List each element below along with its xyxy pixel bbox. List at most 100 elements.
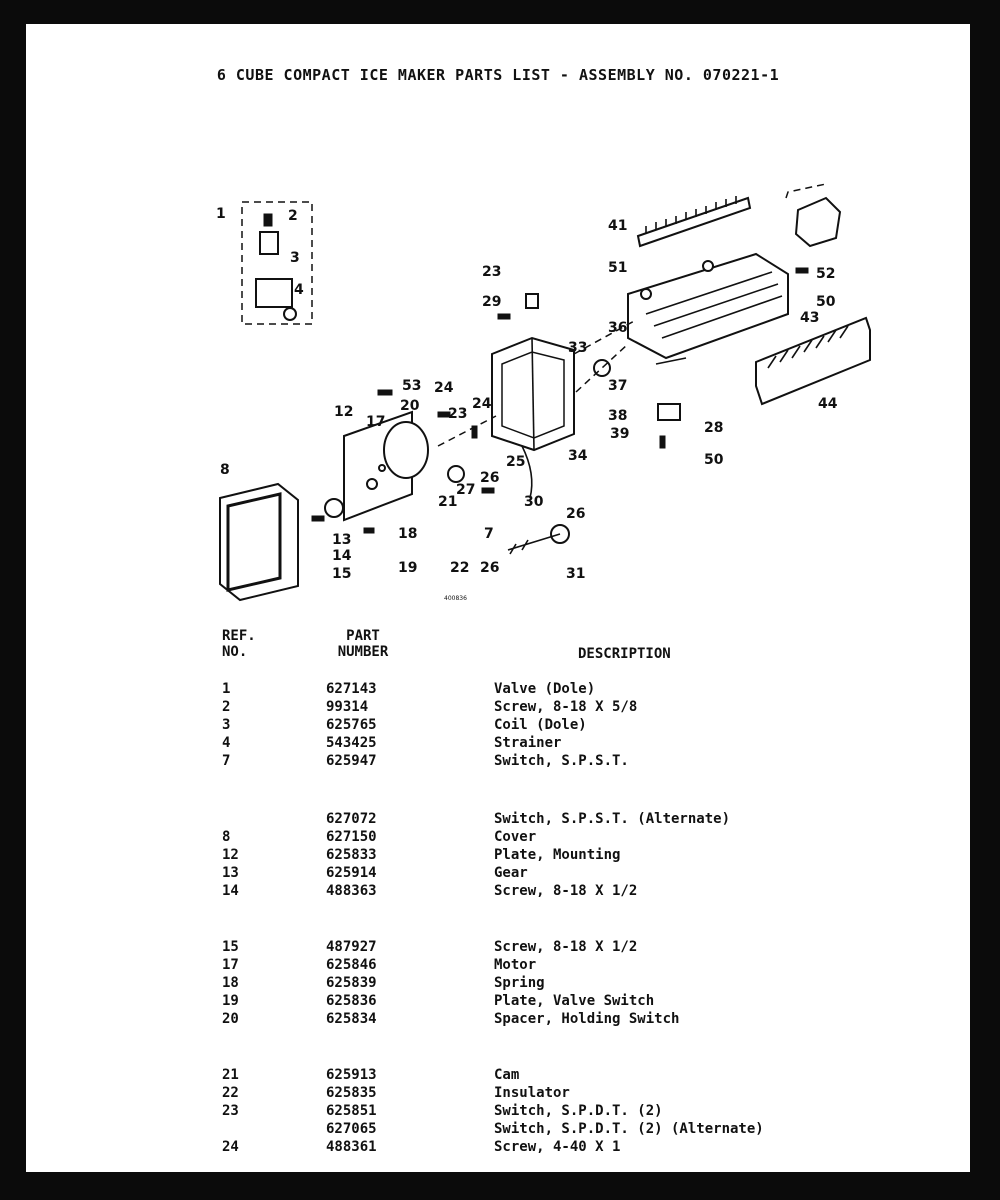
ref-cell: 2 <box>222 699 231 715</box>
header-ref-no: REF. NO. <box>222 628 256 660</box>
ref-cell: 22 <box>222 1085 239 1101</box>
svg-text:25: 25 <box>506 454 525 470</box>
svg-text:39: 39 <box>610 426 629 442</box>
svg-text:21: 21 <box>438 494 457 510</box>
description-cell: Screw, 4-40 X 1 <box>494 1139 621 1155</box>
description-cell: Cover <box>494 829 537 845</box>
part-number-cell: 627143 <box>326 681 377 697</box>
description-cell: Cam <box>494 1067 520 1083</box>
description-cell: Switch, S.P.D.T. (2) <box>494 1103 663 1119</box>
svg-text:17: 17 <box>366 414 385 430</box>
bracket-part-28 <box>657 403 681 421</box>
svg-text:26: 26 <box>480 560 499 576</box>
ref-cell: 20 <box>222 1011 239 1027</box>
description-cell: Coil (Dole) <box>494 717 587 733</box>
description-cell: Motor <box>494 957 537 973</box>
switch-part-23 <box>525 293 539 309</box>
svg-text:26: 26 <box>566 506 585 522</box>
description-cell: Plate, Valve Switch <box>494 993 655 1009</box>
svg-text:22: 22 <box>450 560 469 576</box>
ref-cell: 17 <box>222 957 239 973</box>
svg-text:26: 26 <box>480 470 499 486</box>
ref-cell: 18 <box>222 975 239 991</box>
ice-mold-part <box>627 252 789 360</box>
part-number-cell: 625846 <box>326 957 377 973</box>
svg-text:38: 38 <box>608 408 627 424</box>
svg-text:30: 30 <box>524 494 544 510</box>
svg-text:18: 18 <box>398 526 417 542</box>
ref-cell: 1 <box>222 681 231 697</box>
part-number-cell: 625839 <box>326 975 377 991</box>
exploded-parts-diagram: 1 2 3 4 8 12 13 14 15 17 18 19 20 21 22 … <box>216 183 871 602</box>
part-number-cell: 625913 <box>326 1067 377 1083</box>
svg-text:29: 29 <box>482 294 501 310</box>
svg-text:33: 33 <box>568 340 587 356</box>
ref-cell: 21 <box>222 1067 239 1083</box>
description-cell: Screw, 8-18 X 5/8 <box>494 699 638 715</box>
svg-text:4: 4 <box>294 282 304 298</box>
ref-cell: 24 <box>222 1139 239 1155</box>
description-cell: Gear <box>494 865 528 881</box>
svg-text:31: 31 <box>566 566 585 582</box>
svg-text:23: 23 <box>448 406 467 422</box>
description-cell: Screw, 8-18 X 1/2 <box>494 883 638 899</box>
ref-cell: 14 <box>222 883 239 899</box>
motor-part <box>383 421 429 479</box>
svg-text:34: 34 <box>568 448 588 464</box>
svg-text:51: 51 <box>608 260 627 276</box>
drawing-code: 400836 <box>444 595 467 602</box>
svg-text:28: 28 <box>704 420 723 436</box>
part-number-cell: 625833 <box>326 847 377 863</box>
screw-marks <box>311 267 809 534</box>
callout-labels: 1 2 3 4 8 12 13 14 15 17 18 19 20 21 22 … <box>216 206 838 602</box>
svg-text:1: 1 <box>216 206 226 222</box>
lever-part-30 <box>521 445 533 499</box>
cover-part <box>219 482 299 602</box>
housing-part <box>491 336 575 452</box>
svg-text:50: 50 <box>704 452 724 468</box>
part-number-cell: 488361 <box>326 1139 377 1155</box>
ref-cell: 7 <box>222 753 231 769</box>
svg-text:27: 27 <box>456 482 475 498</box>
ref-cell: 13 <box>222 865 239 881</box>
svg-text:19: 19 <box>398 560 417 576</box>
description-cell: Valve (Dole) <box>494 681 596 697</box>
svg-text:41: 41 <box>608 218 627 234</box>
description-cell: Insulator <box>494 1085 570 1101</box>
part-number-cell: 488363 <box>326 883 377 899</box>
svg-text:24: 24 <box>434 380 454 396</box>
ref-cell: 4 <box>222 735 231 751</box>
header-description: DESCRIPTION <box>578 646 671 662</box>
svg-text:50: 50 <box>816 294 836 310</box>
part-number-cell: 487927 <box>326 939 377 955</box>
part-number-cell: 543425 <box>326 735 377 751</box>
bearing-part <box>794 196 842 248</box>
probe-part <box>655 357 687 365</box>
stripper-part <box>755 316 871 406</box>
part-number-cell: 99314 <box>326 699 369 715</box>
svg-text:3: 3 <box>290 250 300 266</box>
svg-text:43: 43 <box>800 310 819 326</box>
valve-part <box>255 213 297 321</box>
ref-cell: 19 <box>222 993 239 1009</box>
ejector-part <box>636 196 752 248</box>
part-number-cell: 625836 <box>326 993 377 1009</box>
ref-cell: 23 <box>222 1103 239 1119</box>
assembly-lines <box>437 319 637 447</box>
description-cell: Spring <box>494 975 545 991</box>
svg-text:8: 8 <box>220 462 230 478</box>
svg-text:14: 14 <box>332 548 352 564</box>
description-cell: Plate, Mounting <box>494 847 621 863</box>
heater-path <box>785 183 827 199</box>
part-number-cell: 627072 <box>326 811 377 827</box>
description-cell: Switch, S.P.S.T. (Alternate) <box>494 811 731 827</box>
fill-cup-part <box>507 533 561 555</box>
svg-text:20: 20 <box>400 398 420 414</box>
header-part-number: PART NUMBER <box>337 628 389 660</box>
svg-text:7: 7 <box>484 526 494 542</box>
svg-text:23: 23 <box>482 264 501 280</box>
gear-part <box>324 498 344 518</box>
part-number-cell: 627150 <box>326 829 377 845</box>
cam-part-21 <box>447 465 465 483</box>
svg-text:24: 24 <box>472 396 492 412</box>
